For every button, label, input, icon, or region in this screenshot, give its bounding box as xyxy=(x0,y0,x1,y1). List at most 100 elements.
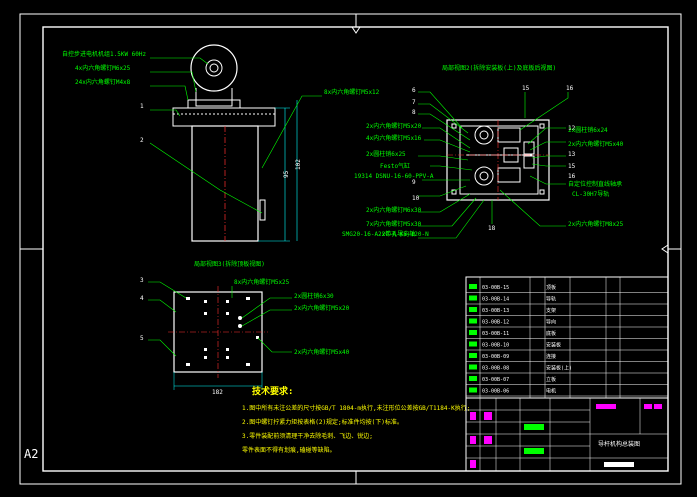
side-left-callout-1: 4x内六角螺钉M5x16 xyxy=(366,134,422,142)
side-num-12: 12 xyxy=(568,125,576,132)
side-right-callout-3: CL-30H7导轨 xyxy=(572,190,609,198)
top-callout-3: 2x内六角螺钉M5x40 xyxy=(294,348,350,356)
side-right-callout-4: 2x内六角螺钉M8x25 xyxy=(568,220,624,228)
bom-row-marker xyxy=(469,295,477,301)
tech-item-3: 3.零件装配前须清理干净去除毛刺、飞边、锐边; xyxy=(242,432,373,440)
bom-row-code: 03-00B-08 xyxy=(482,366,509,372)
upper-bearing xyxy=(474,125,494,145)
side-slot xyxy=(259,199,266,221)
side-left-callout-4: 19314 DSNU-16-60-PPV-A xyxy=(354,173,434,180)
orientation-mark-top xyxy=(351,26,361,34)
top-num-5: 5 xyxy=(140,335,144,342)
front-dim-total: 102 xyxy=(295,159,302,170)
motor-hub xyxy=(205,59,223,77)
bom-row-marker xyxy=(469,353,477,358)
drawing-name: 导杆机构总装图 xyxy=(598,440,640,448)
front-dim-height: 95 xyxy=(283,170,290,178)
side-num-16: 16 xyxy=(568,173,576,180)
front-callout-screw1: 4x内六角螺钉M6x25 xyxy=(75,64,131,72)
top-plate xyxy=(172,107,276,127)
centering-marks xyxy=(20,14,681,484)
bom-row-code: 03-00B-13 xyxy=(482,308,509,314)
bom-row-code: 03-00B-15 xyxy=(482,285,509,291)
side-num-16-top: 16 xyxy=(566,85,574,92)
side-left-callout-6: 7x内六角螺钉M5x30 xyxy=(366,220,422,228)
front-callout-motor: 自控步进电机机组1.5KW 60Hz xyxy=(62,50,147,58)
bom-row-code: 03-00B-07 xyxy=(482,377,509,383)
top-callout-1: 2x圆柱销6x30 xyxy=(294,292,334,300)
orientation-mark-right xyxy=(661,244,669,254)
top-callout-2: 2x内六角螺钉M5x20 xyxy=(294,304,350,312)
front-callout-2: 2 xyxy=(140,137,144,144)
bom-row-marker xyxy=(469,330,477,335)
sheet-size-label: A2 xyxy=(24,447,38,461)
side-num-18: 18 xyxy=(488,225,496,232)
bom-row-marker xyxy=(469,376,477,381)
motor-hub-inner xyxy=(209,63,219,73)
bom-row-name: 底板 xyxy=(546,330,556,337)
side-num-15: 15 xyxy=(568,163,576,170)
bom-row-marker xyxy=(469,284,477,289)
side-num-7: 7 xyxy=(412,99,416,106)
bom-row-code: 03-00B-09 xyxy=(482,354,509,360)
side-num-10: 10 xyxy=(412,195,420,202)
bom-row-code: 03-00B-14 xyxy=(482,297,509,303)
tech-heading: 技术要求: xyxy=(252,385,293,397)
bom-row-code: 03-00B-06 xyxy=(482,389,509,395)
bom-row-marker xyxy=(469,387,477,393)
bom-row-name: 导向 xyxy=(546,319,556,326)
bom-row-name: 支架 xyxy=(546,307,556,314)
bom-row-code: 03-00B-12 xyxy=(482,320,509,326)
side-left-callout-3: Festo气缸 xyxy=(380,162,410,170)
front-callout-screw2: 24x内六角螺钉M4x8 xyxy=(75,78,131,86)
side-inner-frame xyxy=(459,125,539,195)
bom-table: 03-00B-15 顶板 03-00B-14 导轨 03-00B-13 支架 03-00B-… xyxy=(466,277,668,398)
bom-row-name: 立板 xyxy=(546,376,556,383)
tech-item-4: 零件表面不得有划痕,磕碰等缺陷。 xyxy=(242,446,336,454)
side-view: 局部视图2(拆除安装板(上)及底板后视图) xyxy=(342,64,624,239)
motor-bracket xyxy=(195,88,233,107)
bom-row-name: 安装板(上) xyxy=(546,365,572,372)
lower-bearing xyxy=(474,166,494,186)
bom-row-name: 顶板 xyxy=(546,284,556,291)
bom-row-marker xyxy=(469,364,477,370)
side-num-8: 8 xyxy=(412,109,416,116)
front-callout-1: 1 xyxy=(140,103,144,110)
top-holes xyxy=(186,297,259,366)
bom-row-code: 03-00B-11 xyxy=(482,331,509,337)
top-dim-width: 182 xyxy=(212,389,223,396)
tech-item-1: 1.图中所有未注公差的尺寸按GB/T 1804-m执行,未注形位公差按GB/T1… xyxy=(242,404,470,412)
bom-row-marker xyxy=(469,341,477,347)
front-callout-screw3: 8x内六角螺钉M5x12 xyxy=(324,88,380,96)
side-right-callout-2: 自定位控制直线轴承 xyxy=(568,180,622,188)
side-num-13: 13 xyxy=(568,151,576,158)
tech-requirements: 技术要求: 1.图中所有未注公差的尺寸按GB/T 1804-m执行,未注形位公差… xyxy=(242,385,470,454)
side-num-9: 9 xyxy=(412,179,416,186)
side-left-callout-5: 2x内六角螺钉M6x30 xyxy=(366,206,422,214)
side-left-callout-0: 2x内六角螺钉M5x20 xyxy=(366,122,422,130)
bom-row-marker xyxy=(469,318,477,324)
front-view: 95 102 自控步进电机机组1.5KW 60Hz 4x内六角螺钉M6x25 2… xyxy=(62,44,380,242)
side-num-15-top: 15 xyxy=(522,85,530,92)
side-left-callout-7: 2x带孔导向轴 xyxy=(378,230,415,238)
side-right-callout-0: 2x圆柱销6x24 xyxy=(568,126,608,134)
bom-row-code: 03-00B-10 xyxy=(482,343,509,349)
side-left-callout-8: SMG20-16-A-20-A-K8-120-N xyxy=(342,231,429,238)
bom-row-marker xyxy=(469,307,477,312)
side-num-6: 6 xyxy=(412,87,416,94)
tech-item-2: 2.图中螺钉拧紧力矩按表格(2)规定;标准件均按(下)标准。 xyxy=(242,418,403,426)
top-num-4: 4 xyxy=(140,295,144,302)
top-view-title: 局部视图3(拆除顶板视图) xyxy=(194,260,265,268)
bom-row-name: 电机 xyxy=(546,388,556,395)
top-num-3: 3 xyxy=(140,277,144,284)
bom-row-name: 连接 xyxy=(546,353,556,360)
side-right-callout-1: 2x内六角螺钉M5x40 xyxy=(568,140,624,148)
title-block: 03-00B-15 顶板 03-00B-14 导轨 03-00B-13 支架 03-00B-… xyxy=(465,276,669,472)
top-callout-0: 8x内六角螺钉M5x25 xyxy=(234,278,290,286)
top-view: 局部视图3(拆除顶板视图) 182 3 4 xyxy=(140,260,350,396)
side-left-callout-2: 2x圆柱销6x25 xyxy=(366,150,406,158)
side-view-title: 局部视图2(拆除安装板(上)及底板后视图) xyxy=(442,64,556,72)
bom-row-name: 导轨 xyxy=(546,296,556,303)
bom-row-name: 安装板 xyxy=(546,342,561,349)
